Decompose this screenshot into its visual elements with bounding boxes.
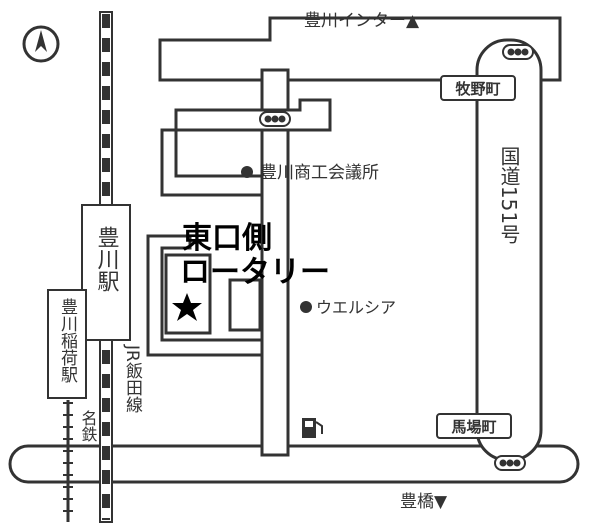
toyokawa-inari-station-label: 豊川稲荷駅 <box>57 298 78 383</box>
rotary-inner-lot <box>164 253 212 335</box>
north-arrow-icon <box>22 25 60 63</box>
ucelsia-label: ウエルシア <box>316 298 396 317</box>
jr-iida-line-label: JR飯田線 <box>122 344 143 413</box>
gas-station-icon <box>302 418 323 438</box>
meitetsu-label: 名鉄 <box>79 410 98 442</box>
toyokawa-ic-label: 豊川インター▲ <box>304 11 420 31</box>
traffic-light-icon <box>502 44 534 60</box>
star-icon <box>172 293 202 321</box>
road-route151 <box>475 38 543 462</box>
makino-cho-label: 牧野町 <box>455 80 500 98</box>
road-bottom <box>8 444 580 484</box>
toyokawa-station-box <box>81 204 131 341</box>
road-rotary-side <box>228 278 262 332</box>
toyokawa-station-label: 豊川駅 <box>94 226 120 292</box>
landmark-dot-icon <box>300 301 312 313</box>
highlight-line1: 東口側 <box>182 221 272 256</box>
route151-label: 国道151号 <box>497 146 521 244</box>
baba-cho-label: 馬場町 <box>451 418 496 436</box>
road-rotary <box>146 234 264 357</box>
road-middle-vertical <box>260 68 290 457</box>
baba-cho-box <box>436 413 512 439</box>
toyohashi-label: 豊橋▼ <box>400 492 448 512</box>
highlight-line2: ロータリー <box>180 255 330 290</box>
landmark-dot-icon <box>241 166 253 178</box>
traffic-light-icon <box>494 455 526 471</box>
toyokawa-inari-station-box <box>47 289 87 399</box>
chamber-label: 豊川商工会議所 <box>260 163 379 183</box>
road-top <box>158 16 562 82</box>
traffic-light-icon <box>259 111 291 127</box>
makino-cho-box <box>440 75 516 101</box>
